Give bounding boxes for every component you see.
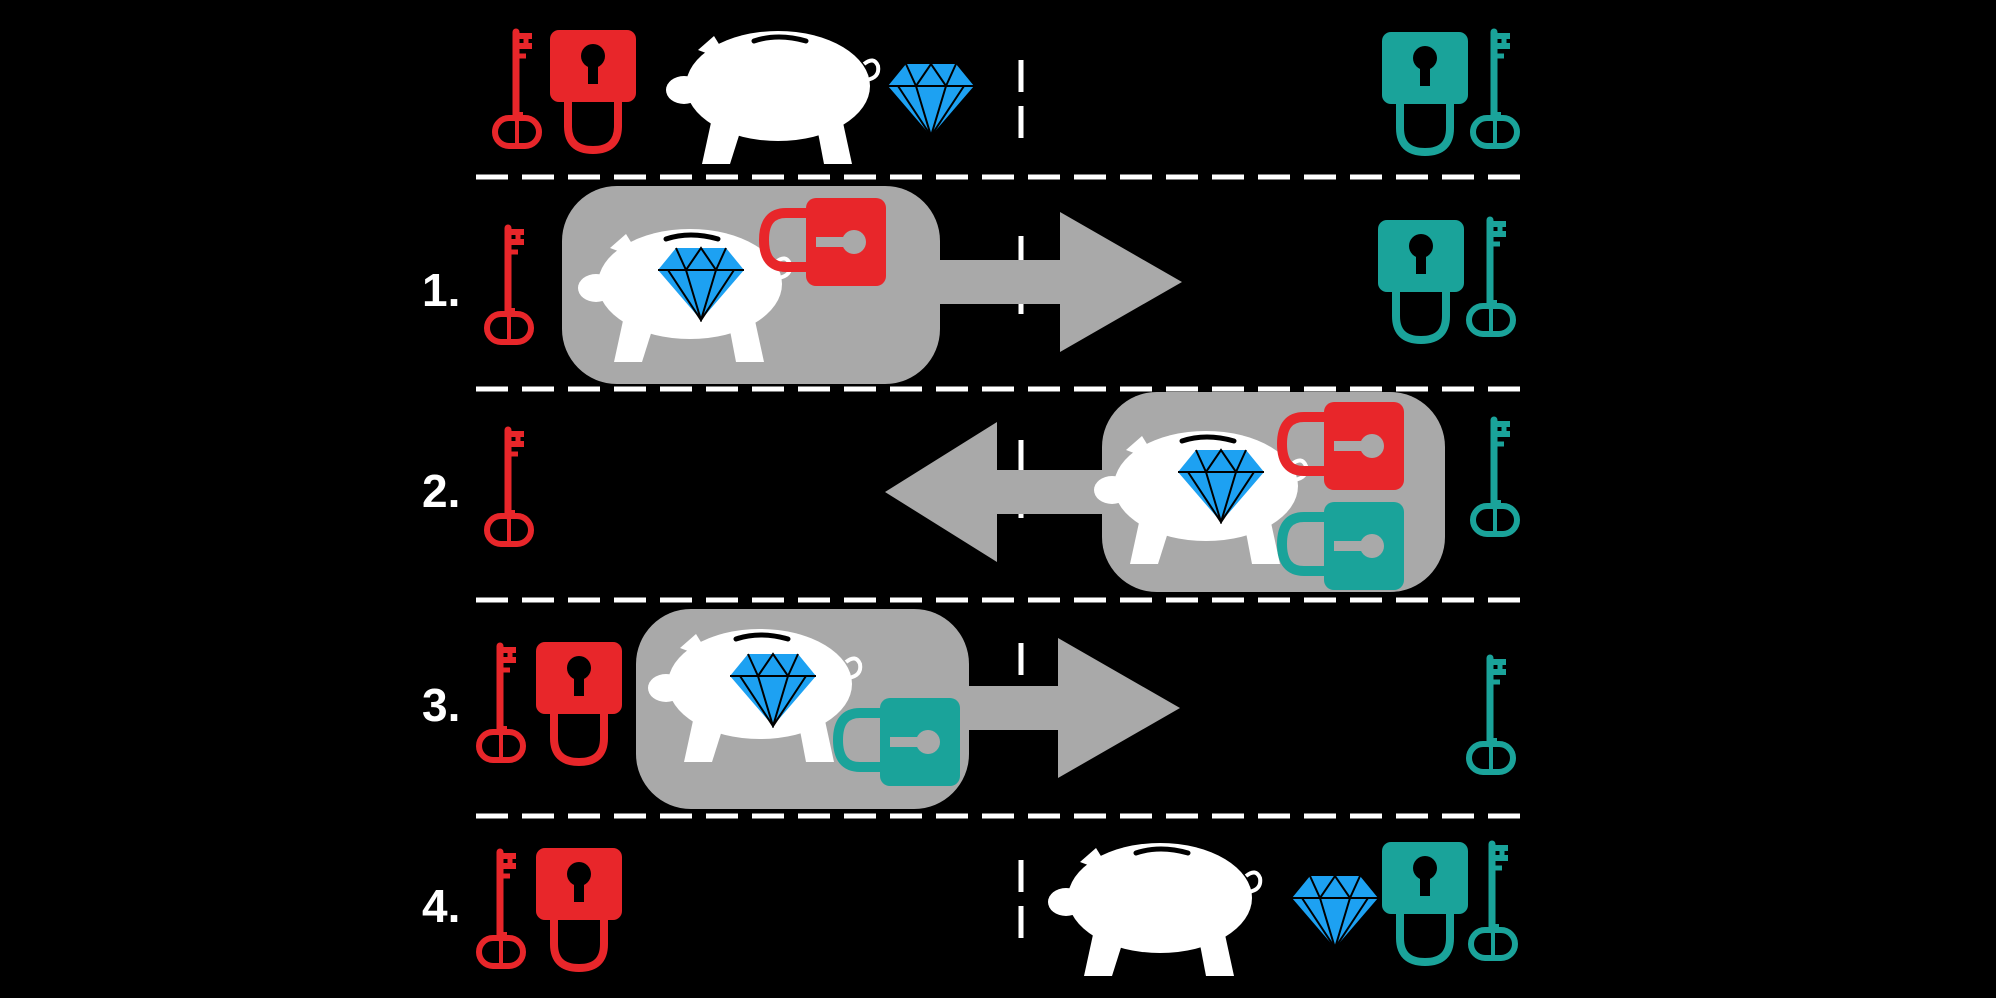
step-label-4: 4. [422,880,460,932]
arrow-left-icon [885,422,1112,562]
key-icon [1471,844,1515,958]
key-icon [495,32,539,146]
key-icon [479,852,523,966]
key-icon [479,646,523,760]
diamond-icon [887,63,975,137]
padlock-icon [1382,842,1468,962]
key-icon [487,228,531,342]
key-icon [1469,220,1513,334]
row-dividers [476,174,1520,819]
piggy-bank-icon [1048,843,1260,976]
key-icon [487,430,531,544]
padlock-icon [1378,220,1464,340]
step-label-2: 2. [422,465,460,517]
diagram-art [479,30,1517,976]
padlock-icon [1382,32,1468,152]
diamond-icon [1291,875,1379,949]
step-label-1: 1. [422,264,460,316]
key-icon [1473,420,1517,534]
padlock-icon [550,30,636,150]
padlock-icon [536,848,622,968]
step-label-3: 3. [422,679,460,731]
key-icon [1469,658,1513,772]
padlock-icon [536,642,622,762]
piggy-bank-icon [666,31,878,164]
key-icon [1473,32,1517,146]
arrow-right-icon [930,212,1182,352]
arrow-right-icon [950,638,1180,778]
